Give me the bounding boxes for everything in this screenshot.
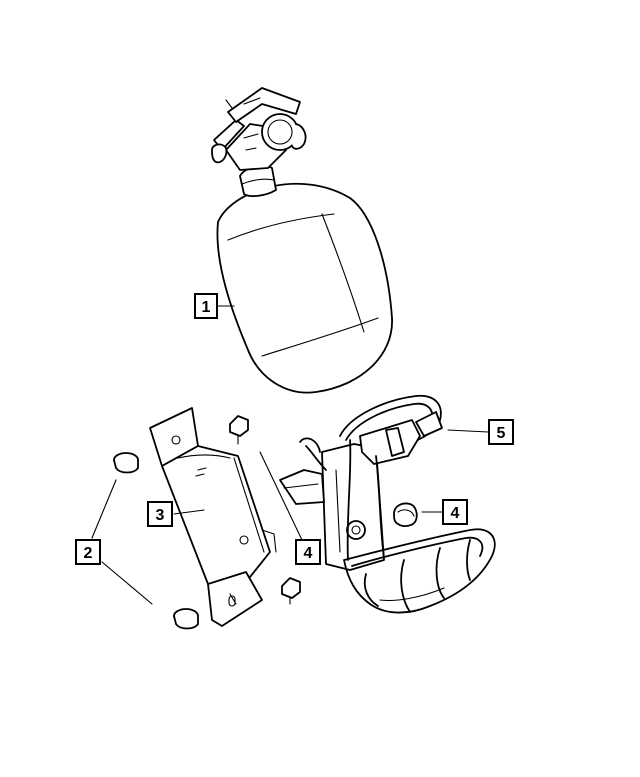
svg-text:1: 1 <box>202 299 211 316</box>
bolt-upper-middle <box>229 415 249 445</box>
callout-1: 1 <box>194 293 218 319</box>
mounting-bracket <box>149 407 277 627</box>
callout-5: 5 <box>488 419 514 445</box>
svg-text:2: 2 <box>84 545 93 562</box>
svg-text:5: 5 <box>497 425 506 442</box>
callout-2: 2 <box>75 539 101 565</box>
fire-extinguisher-bottle <box>211 87 393 394</box>
screw-lower-left <box>173 608 199 630</box>
callout-3: 3 <box>147 501 173 527</box>
callout-4-middle: 4 <box>295 539 321 565</box>
svg-text:3: 3 <box>156 507 165 524</box>
bolt-right <box>393 502 418 527</box>
extinguisher-holder-cage <box>279 394 496 614</box>
bolt-lower-middle <box>281 577 301 605</box>
callout-4-right: 4 <box>442 499 468 525</box>
leader-lines <box>91 305 489 605</box>
svg-text:4: 4 <box>451 505 460 522</box>
svg-text:4: 4 <box>304 545 313 562</box>
screw-upper-left <box>113 452 139 474</box>
